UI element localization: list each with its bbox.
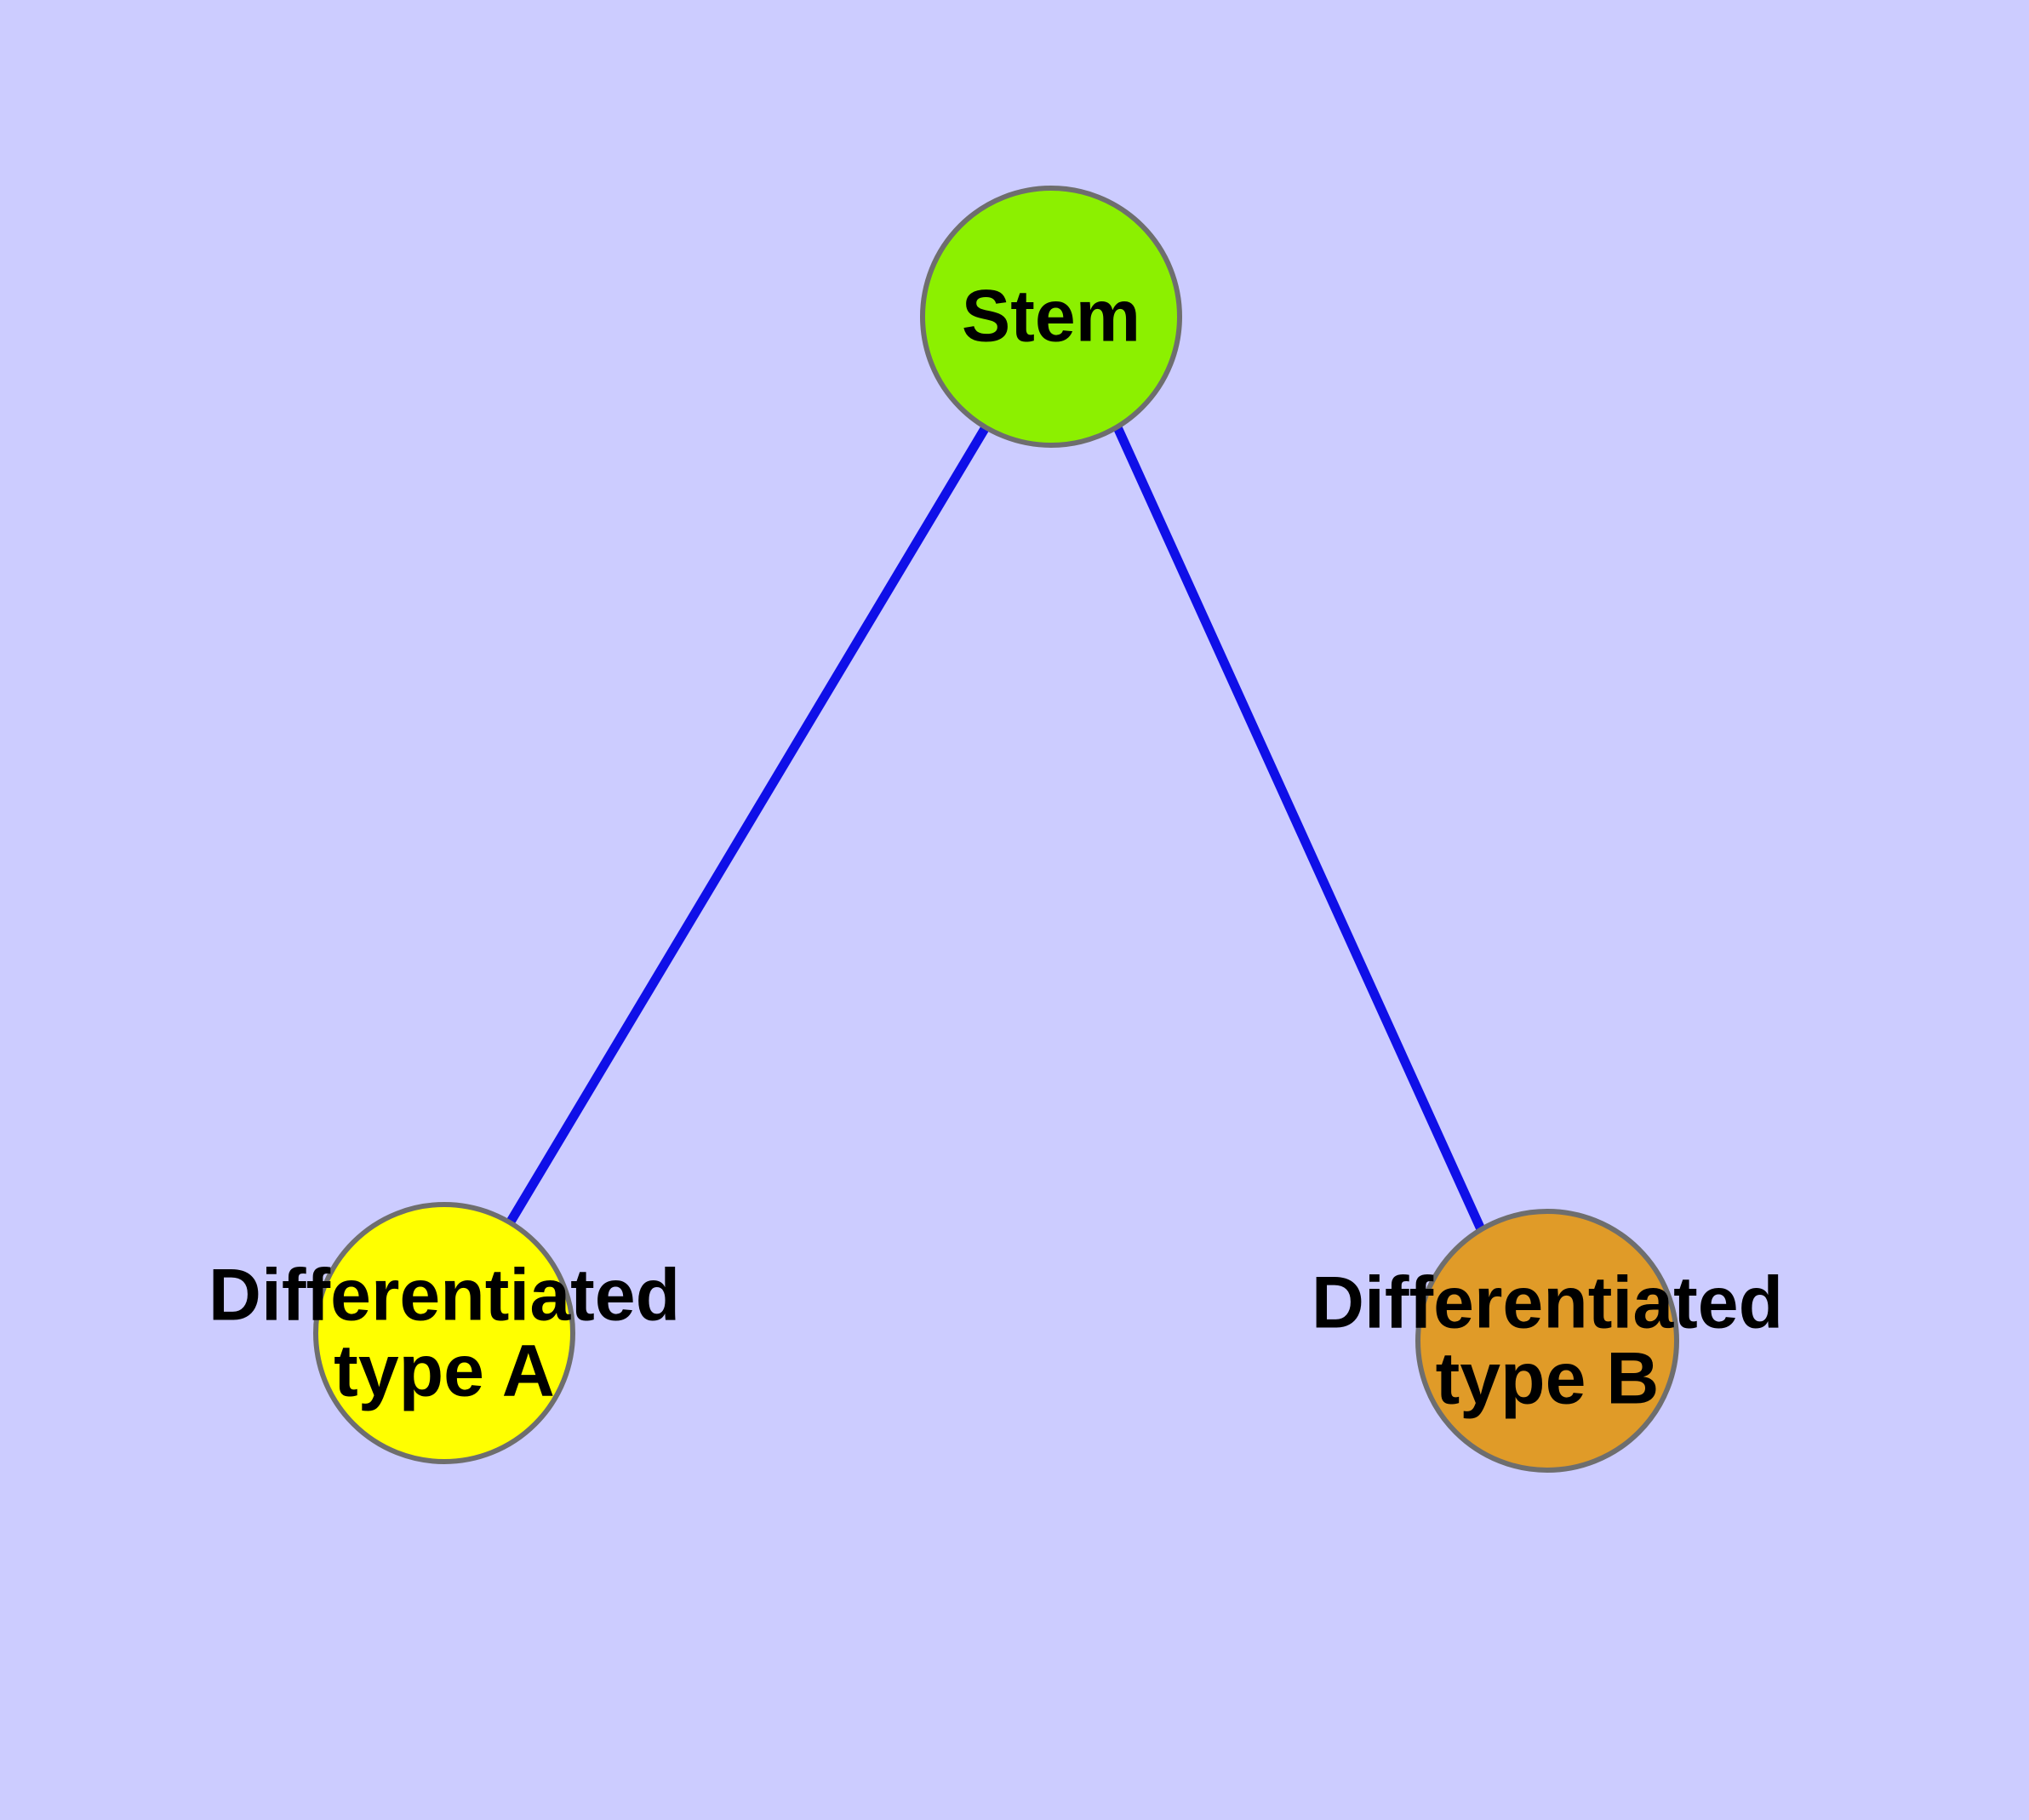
edge-stem-to-diff-a[interactable] [506, 425, 990, 1224]
node-layer [313, 186, 1679, 1473]
node-diff-b[interactable] [1415, 1209, 1679, 1473]
edge-layer [506, 425, 1486, 1232]
node-stem[interactable] [920, 186, 1182, 448]
node-diff-a[interactable] [313, 1202, 575, 1464]
edge-stem-to-diff-b[interactable] [1112, 425, 1486, 1232]
